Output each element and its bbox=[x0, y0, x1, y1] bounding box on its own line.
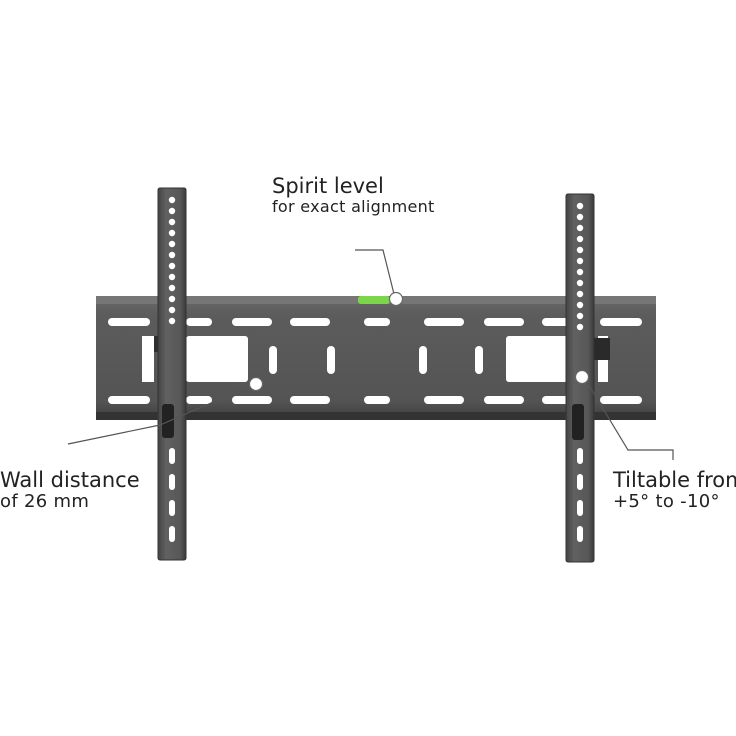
left-arm-hole bbox=[168, 273, 176, 281]
left-arm-hole bbox=[168, 229, 176, 237]
spirit-level-label: Spirit level for exact alignment bbox=[272, 174, 435, 217]
callout-line-wall-distance bbox=[67, 383, 256, 445]
right-arm-hole bbox=[577, 474, 583, 490]
plate-cutout-left bbox=[186, 336, 248, 382]
left-arm-hole bbox=[168, 306, 176, 314]
right-arm-hole bbox=[576, 279, 584, 287]
wall-distance-title: Wall distance bbox=[0, 468, 140, 492]
right-arm-hole bbox=[576, 301, 584, 309]
right-arm-hole bbox=[576, 246, 584, 254]
right-arm-hole bbox=[576, 323, 584, 331]
left-arm-hole bbox=[168, 196, 176, 204]
right-arm-hole bbox=[577, 448, 583, 464]
right-arm-hole bbox=[576, 268, 584, 276]
right-arm-hole bbox=[576, 213, 584, 221]
right-arm-hole bbox=[576, 202, 584, 210]
left-arm-hole bbox=[168, 317, 176, 325]
spirit-level-title: Spirit level bbox=[272, 174, 384, 198]
left-arm-hole bbox=[169, 474, 175, 490]
wall-plate bbox=[96, 296, 656, 420]
right-arm-hole bbox=[576, 257, 584, 265]
spirit-level-bubble bbox=[358, 296, 390, 304]
tiltable-title: Tiltable from bbox=[613, 468, 736, 492]
callout-line-spirit-level bbox=[355, 249, 396, 299]
plate-slots bbox=[108, 318, 642, 404]
left-arm-hole bbox=[168, 251, 176, 259]
callout-dots bbox=[248, 291, 590, 392]
callout-line-tiltable bbox=[583, 376, 674, 460]
right-arm-hole bbox=[576, 312, 584, 320]
left-arm-hole bbox=[169, 526, 175, 542]
right-arm-hole bbox=[576, 235, 584, 243]
right-arm-hole bbox=[577, 500, 583, 516]
tiltable-detail: +5° to -10° bbox=[613, 491, 720, 513]
callout-dot-spirit-level bbox=[388, 291, 404, 307]
left-arm-hole bbox=[168, 240, 176, 248]
tiltable-label: Tiltable from +5° to -10° bbox=[613, 468, 736, 513]
left-arm-hole bbox=[169, 448, 175, 464]
right-arm-hole bbox=[577, 526, 583, 542]
callout-dot-tiltable bbox=[574, 369, 590, 385]
left-arm-hole bbox=[168, 295, 176, 303]
callout-lines bbox=[67, 249, 674, 460]
left-mounting-arm bbox=[154, 187, 187, 561]
left-arm-hole bbox=[168, 262, 176, 270]
callout-dot-wall-distance bbox=[248, 376, 264, 392]
wall-distance-detail: of 26 mm bbox=[0, 491, 90, 513]
wall-distance-label: Wall distance of 26 mm bbox=[0, 468, 140, 513]
left-arm-hole bbox=[168, 218, 176, 226]
spirit-level-detail: for exact alignment bbox=[272, 197, 435, 217]
left-arm-hole bbox=[169, 500, 175, 516]
left-arm-hole bbox=[168, 207, 176, 215]
plate-cutout-right bbox=[506, 336, 568, 382]
right-arm-hole bbox=[576, 290, 584, 298]
right-arm-hole bbox=[576, 224, 584, 232]
left-arm-hole bbox=[168, 284, 176, 292]
